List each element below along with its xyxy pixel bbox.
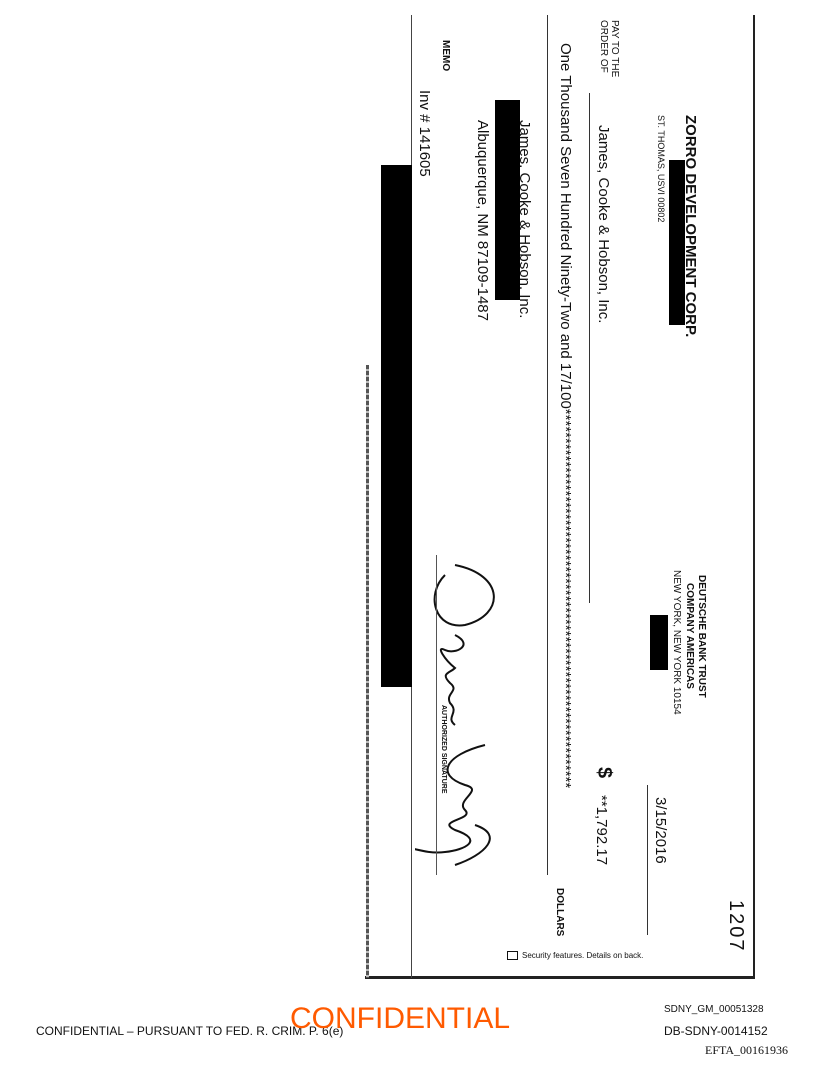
amount-numeric: **1,792.17 (593, 795, 610, 866)
check-number: 1207 (725, 900, 747, 953)
check: 1207 ZORRO DEVELOPMENT CORP. ST. THOMAS,… (365, 15, 755, 980)
padlock-icon (507, 951, 518, 961)
date-line (647, 785, 648, 935)
security-note-text: Security features. Details on back. (522, 951, 644, 960)
dollar-sign: $ (593, 767, 615, 779)
security-note: Security features. Details on back. (507, 951, 644, 961)
signature-image (415, 564, 495, 866)
check-top-border (753, 15, 755, 978)
payee-address-line2: Albuquerque, NM 87109-1487 (474, 120, 491, 321)
amount-line (547, 15, 548, 875)
payee-line (589, 93, 590, 603)
amount-words: One Thousand Seven Hundred Ninety-Two an… (557, 43, 574, 789)
check-bottom-edge (366, 365, 369, 978)
dollars-label: DOLLARS (554, 888, 565, 937)
payer-address: ST. THOMAS, USVI 00802 (656, 115, 666, 223)
check-date: 3/15/2016 (652, 797, 669, 864)
confidential-notice: CONFIDENTIAL – PURSUANT TO FED. R. CRIM.… (36, 1024, 344, 1038)
bank-name-line1: DEUTSCHE BANK TRUST (696, 575, 707, 698)
redaction (381, 165, 412, 687)
pay-to-label-line2: ORDER OF (598, 20, 609, 73)
pay-to-label-line1: PAY TO THE (609, 20, 620, 78)
bates-number-3: EFTA_00161936 (705, 1043, 789, 1057)
redaction (669, 160, 685, 325)
memo-text: Inv # 141605 (416, 90, 433, 177)
bates-number-2: DB-SDNY-0014152 (664, 1024, 768, 1038)
signature-label: AUTHORIZED SIGNATURE (440, 705, 447, 794)
bank-name-line2: COMPANY AMERICAS (684, 583, 695, 689)
bates-number-1: SDNY_GM_00051328 (664, 1004, 764, 1015)
memo-label: MEMO (440, 40, 451, 72)
bank-address: NEW YORK, NEW YORK 10154 (671, 570, 682, 715)
signature-line (436, 555, 437, 875)
confidential-stamp: CONFIDENTIAL (290, 1002, 511, 1035)
redaction (650, 615, 668, 670)
check-right-border (365, 976, 755, 979)
payee-name: James, Cooke & Hobson, Inc. (595, 125, 612, 324)
redaction (495, 100, 520, 300)
